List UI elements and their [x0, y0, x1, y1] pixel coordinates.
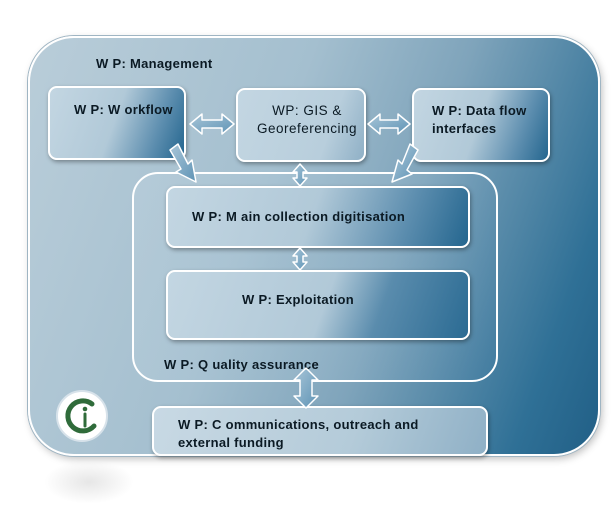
exploitation-box: W P: Exploitation	[166, 270, 470, 340]
double-arrow-gis-dataflow	[367, 113, 411, 135]
main-collection-digitisation-box: W P: M ain collection digitisation	[166, 186, 470, 248]
comms-label-line2: external funding	[178, 435, 284, 450]
gis-label-line1: WP: GIS &	[272, 103, 342, 118]
exploitation-label: W P: Exploitation	[242, 292, 354, 307]
workflow-label: W P: W orkflow	[74, 102, 173, 117]
double-arrow-workflow-gis	[189, 113, 235, 135]
gis-label-line2: Georeferencing	[256, 121, 358, 136]
arrow-workflow-to-main	[169, 143, 197, 183]
comms-label-line1: W P: C ommunications, outreach and	[178, 417, 419, 432]
ci-logo-icon	[56, 390, 108, 442]
dataflow-label-line2: interfaces	[432, 121, 497, 136]
quality-assurance-label: W P: Q uality assurance	[164, 357, 320, 372]
double-arrow-qa-communications	[293, 367, 319, 409]
data-flow-interfaces-box: W P: Data flow interfaces	[412, 88, 550, 162]
arrow-dataflow-to-main	[391, 143, 419, 183]
double-arrow-gis-main	[292, 163, 308, 187]
gis-georeferencing-box: WP: GIS & Georeferencing	[236, 88, 366, 162]
communications-box: W P: C ommunications, outreach and exter…	[152, 406, 488, 456]
dataflow-label-line1: W P: Data flow	[432, 103, 527, 118]
workflow-box: W P: W orkflow	[48, 86, 186, 160]
management-label: W P: Management	[96, 56, 213, 71]
logo-reflection	[44, 460, 134, 504]
double-arrow-main-exploitation	[292, 247, 308, 271]
main-collection-label: W P: M ain collection digitisation	[192, 209, 406, 224]
